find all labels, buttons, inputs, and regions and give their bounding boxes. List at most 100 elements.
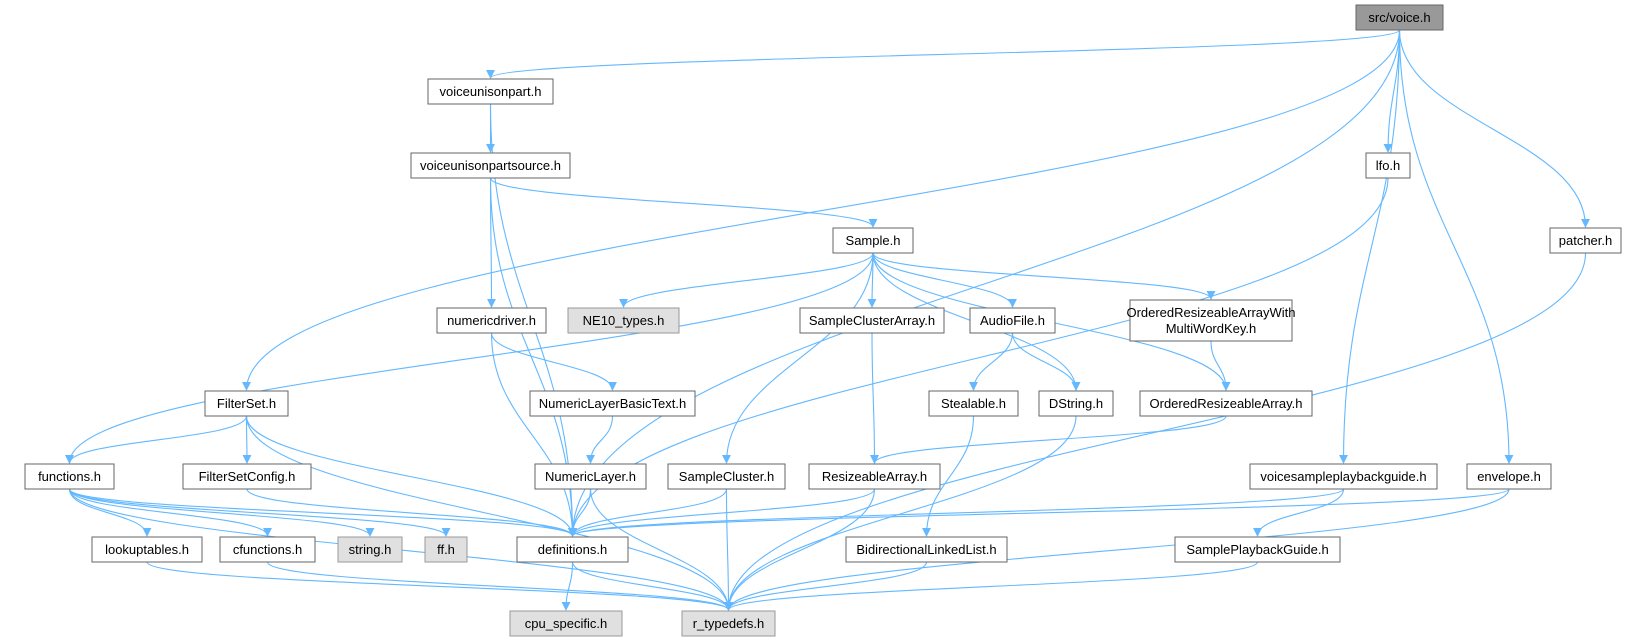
node-box: [436, 307, 547, 334]
node-rtypedefs[interactable]: r_typedefs.h: [681, 610, 776, 637]
node-filterset[interactable]: FilterSet.h: [204, 390, 289, 417]
edge-definitions-to-cpuspecific: [561, 561, 574, 611]
edge-dstring-to-rtypedefs: [724, 415, 1077, 611]
edge-numericlayer-to-rtypedefs: [589, 488, 733, 611]
node-voice[interactable]: src/voice.h: [1355, 4, 1444, 31]
edge-voiceunisonpartsource-to-sample: [489, 177, 878, 228]
node-box: [1355, 4, 1444, 31]
edge-voice-to-filterset: [242, 29, 1401, 391]
node-orderedresizeable[interactable]: OrderedResizeableArray.h: [1139, 390, 1313, 417]
node-box: [337, 536, 403, 563]
edge-numericlayerbasictext-to-numericlayer: [586, 415, 614, 464]
node-label: FilterSet.h: [217, 396, 276, 411]
node-box: [1466, 463, 1552, 490]
node-lfo[interactable]: lfo.h: [1365, 152, 1411, 179]
node-envelope[interactable]: envelope.h: [1466, 463, 1552, 490]
node-label: voiceunisonpart.h: [440, 84, 542, 99]
edge-functions-to-lookuptables: [68, 488, 152, 537]
node-stealable[interactable]: Stealable.h: [928, 390, 1019, 417]
node-box: [91, 536, 203, 563]
node-box: [219, 536, 316, 563]
node-box: [1365, 152, 1411, 179]
node-label: numericdriver.h: [447, 313, 536, 328]
node-cpuspecific[interactable]: cpu_specific.h: [509, 610, 623, 637]
edge-envelope-to-definitions: [568, 488, 1510, 537]
node-bidirlinkedlist[interactable]: BidirectionalLinkedList.h: [845, 536, 1008, 563]
node-label: Stealable.h: [941, 396, 1006, 411]
node-box: [567, 307, 680, 334]
node-label: lfo.h: [1376, 158, 1401, 173]
node-definitions[interactable]: definitions.h: [516, 536, 629, 563]
node-label: AudioFile.h: [980, 313, 1045, 328]
node-dstring[interactable]: DString.h: [1038, 390, 1114, 417]
node-box: [1129, 299, 1293, 342]
node-box: [24, 463, 115, 490]
edge-voice-to-definitions: [568, 29, 1401, 537]
node-label: Sample.h: [846, 233, 901, 248]
node-numericlayerbasictext[interactable]: NumericLayerBasicText.h: [529, 390, 696, 417]
node-box: [204, 390, 289, 417]
node-box: [427, 78, 554, 105]
node-label: DString.h: [1049, 396, 1103, 411]
node-resizeablearray[interactable]: ResizeableArray.h: [808, 463, 941, 490]
edge-sample-to-orderedmwk: [872, 252, 1216, 300]
node-label: envelope.h: [1477, 469, 1541, 484]
node-box: [1139, 390, 1313, 417]
edge-functions-to-cfunctions: [68, 488, 272, 537]
node-box: [832, 227, 914, 254]
node-string[interactable]: string.h: [337, 536, 403, 563]
node-sampleclusterarray[interactable]: SampleClusterArray.h: [799, 307, 945, 334]
node-functions[interactable]: functions.h: [24, 463, 115, 490]
edge-sample-to-sampleclusterarray: [867, 252, 877, 308]
node-patcher[interactable]: patcher.h: [1549, 227, 1622, 254]
node-label: patcher.h: [1559, 233, 1613, 248]
edge-sample-to-functions: [65, 252, 874, 464]
node-cfunctions[interactable]: cfunctions.h: [219, 536, 316, 563]
node-label: OrderedResizeableArray.h: [1150, 396, 1303, 411]
node-samplecluster[interactable]: SampleCluster.h: [667, 463, 786, 490]
node-label: SampleClusterArray.h: [809, 313, 935, 328]
node-ff[interactable]: ff.h: [424, 536, 468, 563]
edge-stealable-to-bidirlinkedlist: [922, 415, 975, 537]
edge-numericdriver-to-numericlayerbasictext: [490, 332, 617, 391]
node-sampleplaybackguide[interactable]: SamplePlaybackGuide.h: [1174, 536, 1341, 563]
edge-sampleplaybackguide-to-rtypedefs: [724, 561, 1259, 611]
node-label: FilterSetConfig.h: [199, 469, 296, 484]
node-voiceunisonpart[interactable]: voiceunisonpart.h: [427, 78, 554, 105]
edge-envelope-to-rtypedefs: [724, 488, 1510, 611]
node-lookuptables[interactable]: lookuptables.h: [91, 536, 203, 563]
node-label: src/voice.h: [1368, 10, 1430, 25]
node-label: cpu_specific.h: [525, 616, 607, 631]
node-audiofile[interactable]: AudioFile.h: [969, 307, 1056, 334]
node-box: [410, 152, 571, 179]
node-label: ResizeableArray.h: [822, 469, 927, 484]
node-voicesampleplaybackguide[interactable]: voicesampleplaybackguide.h: [1249, 463, 1438, 490]
node-label: definitions.h: [538, 542, 607, 557]
node-label: cfunctions.h: [233, 542, 302, 557]
edge-bidirlinkedlist-to-rtypedefs: [724, 561, 928, 611]
node-voiceunisonpartsource[interactable]: voiceunisonpartsource.h: [410, 152, 571, 179]
node-box: [681, 610, 776, 637]
edge-sample-to-audiofile: [872, 252, 1017, 308]
node-ne10[interactable]: NE10_types.h: [567, 307, 680, 334]
node-label: functions.h: [38, 469, 101, 484]
node-box: [808, 463, 941, 490]
edge-voice-to-patcher: [1398, 29, 1590, 228]
node-box: [182, 463, 312, 490]
edge-samplecluster-to-rtypedefs: [723, 488, 733, 611]
node-box: [509, 610, 623, 637]
edge-audiofile-to-dstring: [1011, 332, 1081, 391]
edge-cfunctions-to-rtypedefs: [266, 561, 733, 611]
edge-filterset-to-filtersetconfig: [242, 415, 252, 464]
edge-numericdriver-to-definitions: [490, 332, 577, 537]
node-sample[interactable]: Sample.h: [832, 227, 914, 254]
node-numericdriver[interactable]: numericdriver.h: [436, 307, 547, 334]
node-box: [516, 536, 629, 563]
node-label: voicesampleplaybackguide.h: [1260, 469, 1426, 484]
node-box: [529, 390, 696, 417]
node-filtersetconfig[interactable]: FilterSetConfig.h: [182, 463, 312, 490]
node-numericlayer[interactable]: NumericLayer.h: [534, 463, 647, 490]
edge-audiofile-to-stealable: [969, 332, 1014, 391]
edge-voice-to-voicesampleplaybackguide: [1339, 29, 1401, 464]
